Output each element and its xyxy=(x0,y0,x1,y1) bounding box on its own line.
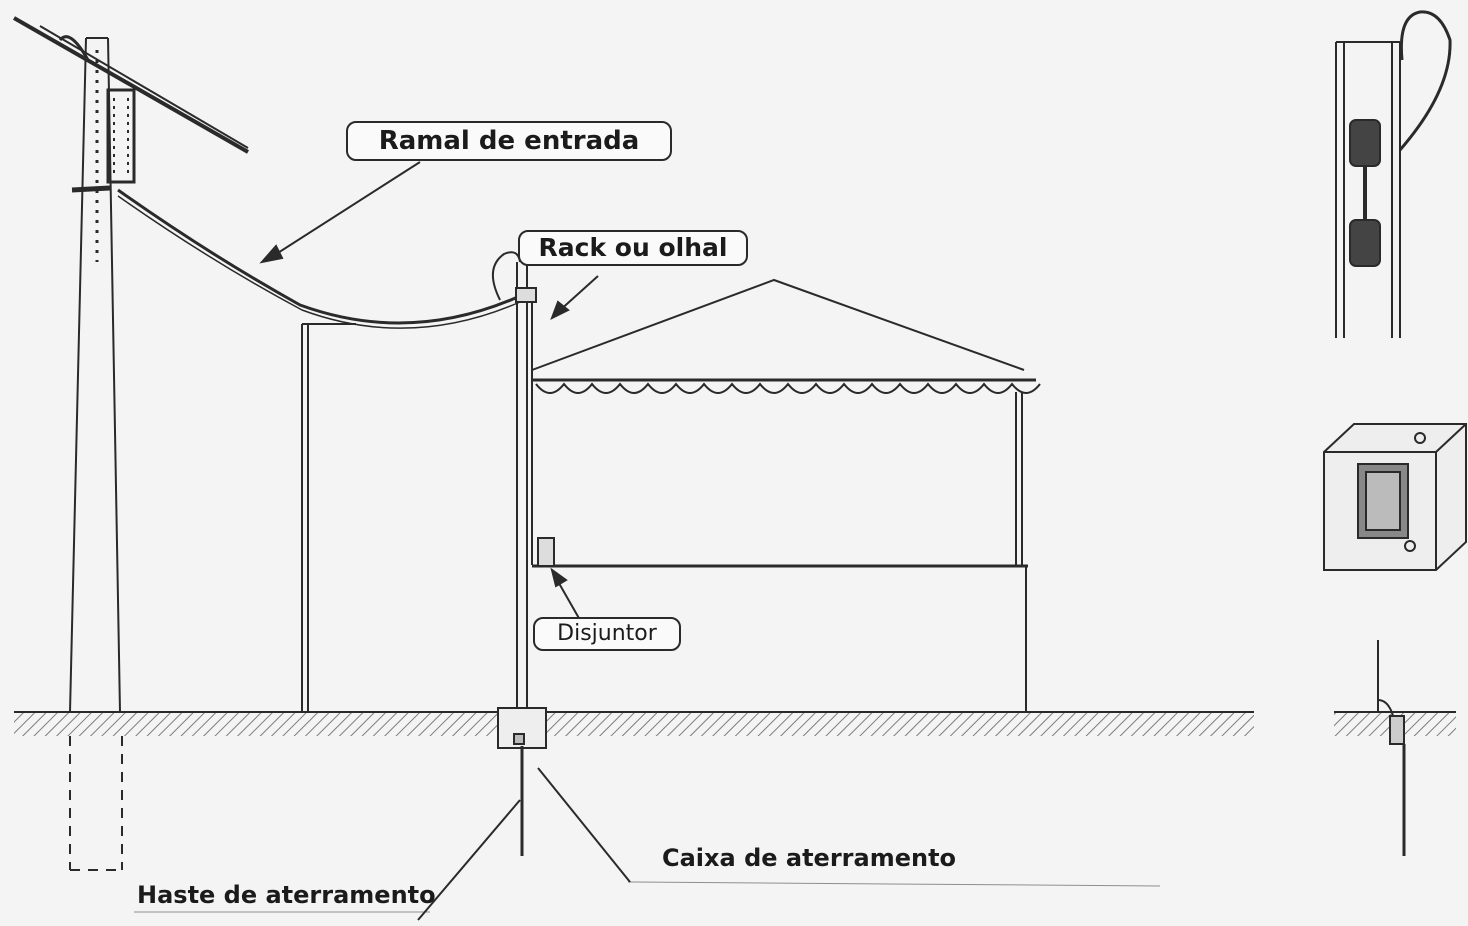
ground-surface xyxy=(14,711,1254,736)
label-haste-de-aterramento: Haste de aterramento xyxy=(137,881,436,909)
detail-box-icon xyxy=(1323,423,1467,571)
detail-rack-icon xyxy=(1335,10,1452,338)
label-ramal-de-entrada: Ramal de entrada xyxy=(346,121,672,161)
label-rack-ou-olhal: Rack ou olhal xyxy=(518,230,748,266)
label-caixa-de-aterramento: Caixa de aterramento xyxy=(662,844,957,872)
detail-ground-rod-icon xyxy=(1334,640,1456,856)
service-drop-cable xyxy=(117,188,521,325)
label-disjuntor: Disjuntor xyxy=(533,617,681,651)
house xyxy=(531,278,1041,712)
grounding-box xyxy=(497,707,547,749)
support-post xyxy=(301,323,356,712)
callout-arrows xyxy=(134,161,1161,921)
service-mast xyxy=(492,251,537,712)
utility-pole xyxy=(13,16,249,871)
